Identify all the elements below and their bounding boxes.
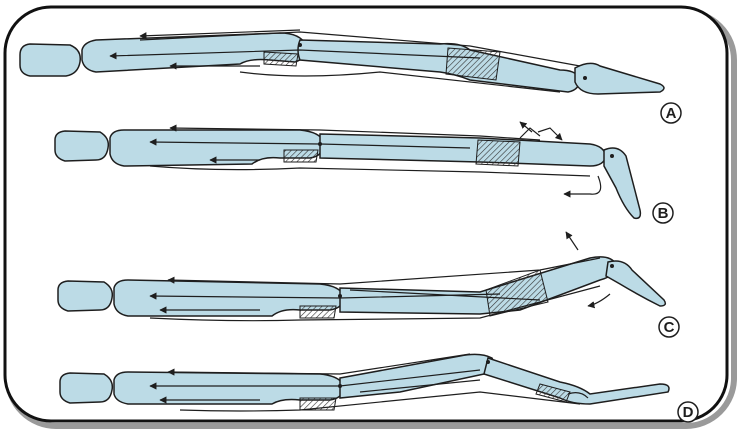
label-a: A [666,105,677,122]
panel-c-label: C [659,317,679,337]
label-b: B [658,205,669,222]
label-c: C [664,319,675,336]
panel-d-label: D [678,402,698,422]
panel-b-label: B [653,203,673,223]
label-d: D [683,404,694,421]
panel-a-label: A [661,103,681,123]
